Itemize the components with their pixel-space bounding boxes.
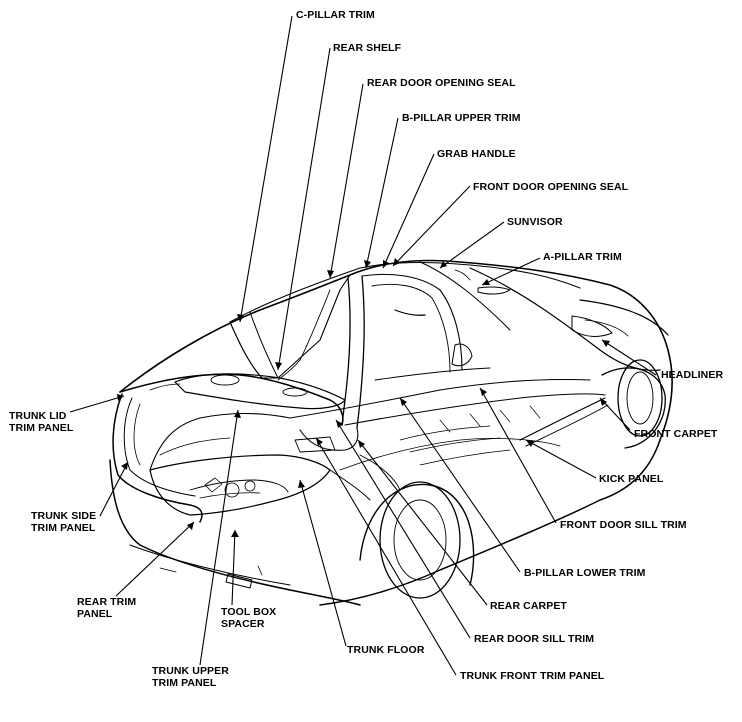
label-b-pillar-upper-trim: B-PILLAR UPPER TRIM	[402, 112, 521, 124]
label-tool-box-spacer-line2: SPACER	[221, 618, 265, 630]
label-rear-trim-panel-line2: PANEL	[77, 608, 113, 620]
label-trunk-upper-trim-panel-line1: TRUNK UPPER	[152, 665, 229, 677]
leader-lines	[69, 15, 657, 676]
label-trunk-front-trim-panel: TRUNK FRONT TRIM PANEL	[460, 670, 605, 682]
label-trunk-side-trim-panel-line1: TRUNK SIDE	[31, 510, 97, 522]
leader-arrowheads	[117, 258, 610, 537]
label-trunk-lid-trim-panel-line1: TRUNK LID	[9, 410, 67, 422]
label-trunk-side-trim-panel-line2: TRIM PANEL	[31, 522, 96, 534]
label-front-carpet: FRONT CARPET	[634, 428, 718, 440]
label-grab-handle: GRAB HANDLE	[437, 148, 516, 160]
label-front-door-opening-seal: FRONT DOOR OPENING SEAL	[473, 181, 629, 193]
label-rear-door-opening-seal: REAR DOOR OPENING SEAL	[367, 77, 516, 89]
label-tool-box-spacer-line1: TOOL BOX	[221, 606, 277, 618]
label-kick-panel: KICK PANEL	[599, 473, 664, 485]
label-rear-trim-panel-line1: REAR TRIM	[77, 596, 137, 608]
label-a-pillar-trim: A-PILLAR TRIM	[543, 251, 622, 263]
label-b-pillar-lower-trim: B-PILLAR LOWER TRIM	[524, 567, 646, 579]
label-trunk-lid-trim-panel-line2: TRIM PANEL	[9, 422, 74, 434]
label-trunk-floor: TRUNK FLOOR	[347, 644, 425, 656]
label-headliner: HEADLINER	[661, 369, 724, 381]
label-c-pillar-trim: C-PILLAR TRIM	[296, 9, 375, 21]
label-sunvisor: SUNVISOR	[507, 216, 563, 228]
car-body-outline	[109, 259, 673, 606]
label-rear-door-sill-trim: REAR DOOR SILL TRIM	[474, 633, 595, 645]
label-trunk-upper-trim-panel-line2: TRIM PANEL	[152, 677, 217, 689]
label-front-door-sill-trim: FRONT DOOR SILL TRIM	[560, 519, 687, 531]
label-rear-shelf: REAR SHELF	[333, 42, 402, 54]
label-rear-carpet: REAR CARPET	[490, 600, 567, 612]
